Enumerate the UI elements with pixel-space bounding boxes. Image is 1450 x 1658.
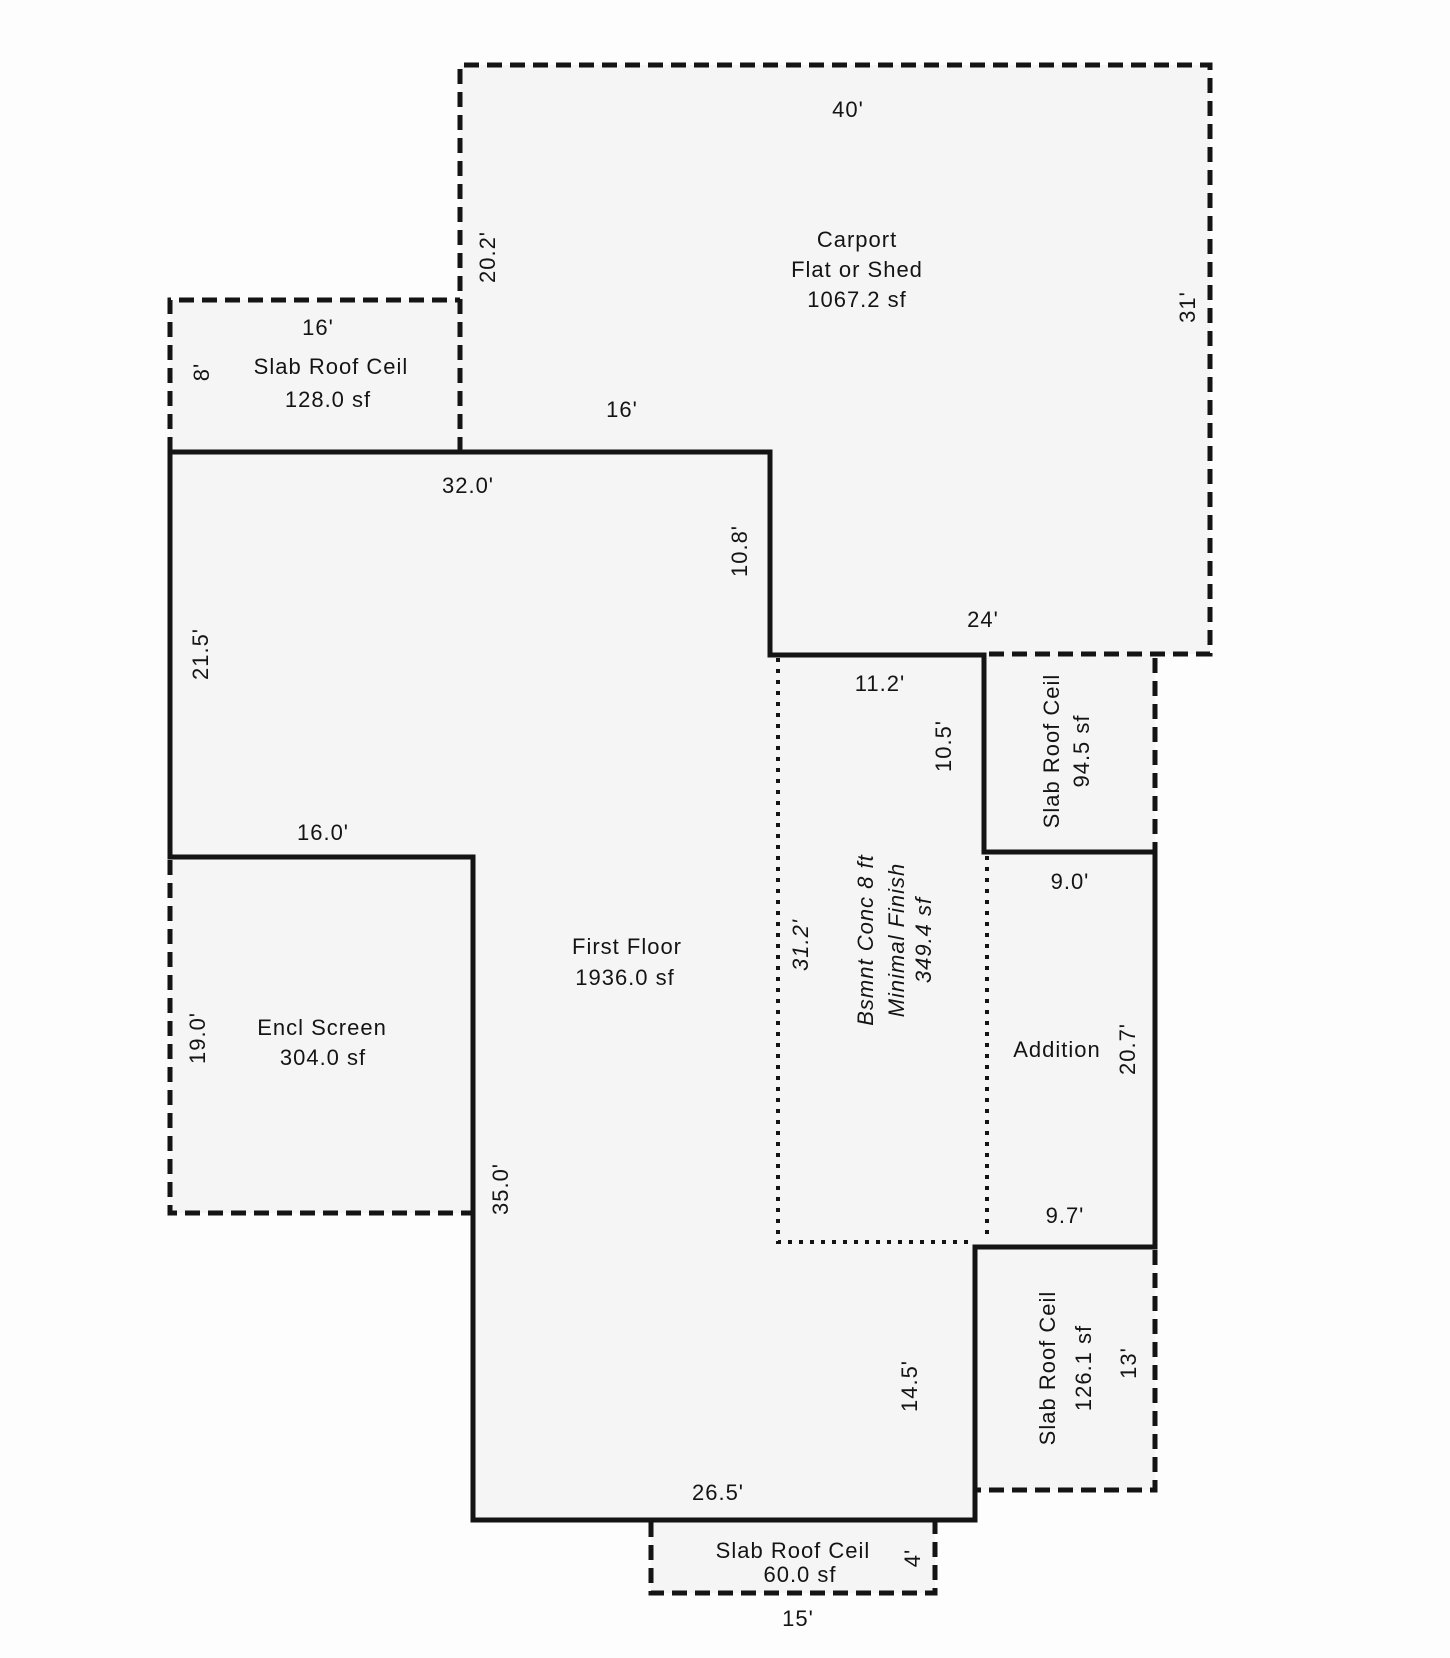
slab128-outline: [167, 297, 460, 452]
basement-name-line2: Minimal Finish: [884, 862, 909, 1018]
slab94-name: Slab Roof Ceil: [1039, 673, 1064, 829]
dim-slab126-right: 13': [1116, 1347, 1141, 1379]
slab126-outline: [977, 1250, 1158, 1493]
dim-basement-left: 31.2': [788, 918, 813, 972]
encl-screen-name: Encl Screen: [257, 1015, 387, 1040]
carport-name-line1: Carport: [816, 227, 898, 252]
dim-slab60-bottom: 15': [782, 1606, 814, 1631]
slab60-area: 60.0 sf: [763, 1562, 837, 1587]
slab60-name: Slab Roof Ceil: [715, 1538, 871, 1563]
dim-carport-bottom-ledge: 16': [606, 397, 638, 422]
carport-area: 1067.2 sf: [807, 287, 907, 312]
dim-ff-upper-right-h: 11.2': [854, 671, 906, 696]
slab128-name: Slab Roof Ceil: [253, 354, 409, 379]
basement-dotted-outline: [776, 658, 989, 1244]
basement-area: 349.4 sf: [911, 896, 936, 984]
slab94-area: 94.5 sf: [1069, 714, 1094, 788]
slab126-area: 126.1 sf: [1071, 1324, 1096, 1412]
slab128-area: 128.0 sf: [284, 387, 372, 412]
area-fills: [170, 65, 1210, 1593]
encl-screen-outline: [167, 860, 471, 1216]
dim-slab128-top: 16': [302, 315, 334, 340]
dim-addition-bottom: 9.7': [1045, 1203, 1085, 1228]
dim-carport-right: 31': [1175, 291, 1200, 323]
dim-ff-bottom: 26.5': [691, 1480, 745, 1505]
dashed-outlines: [167, 62, 1213, 1596]
dim-addition-right: 20.7': [1115, 1022, 1140, 1076]
first-floor-area: 1936.0 sf: [575, 965, 675, 990]
slab126-fill: [975, 1247, 1155, 1490]
dim-encl-left: 19.0': [185, 1011, 210, 1065]
encl-screen-fill: [170, 857, 473, 1213]
dim-slab128-left: 8': [189, 362, 214, 382]
slab60-outline: [648, 1522, 938, 1596]
dim-ff-left-upper: 21.5': [188, 627, 213, 681]
dim-carport-left: 20.2': [475, 230, 500, 284]
dim-addition-top: 9.0': [1050, 869, 1090, 894]
dim-slab60-right: 4': [900, 1548, 925, 1568]
slab94-fill: [984, 654, 1155, 852]
carport-outline: [457, 62, 1213, 657]
dim-carport-top: 40': [832, 97, 864, 122]
dim-ff-left-mid: 16.0': [296, 820, 350, 845]
carport-name-line2: Flat or Shed: [791, 257, 923, 282]
dim-carport-bottom: 24': [967, 607, 999, 632]
first-floor-outline: [167, 449, 1158, 1523]
addition-name: Addition: [1013, 1037, 1101, 1062]
dim-ff-left-lower: 35.0': [488, 1162, 513, 1216]
basement-name-line1: Bsmnt Conc 8 ft: [853, 854, 878, 1026]
dim-ff-upper-right-v: 10.5': [931, 719, 956, 773]
dim-ff-top: 32.0': [441, 473, 495, 498]
dim-ff-step-right: 10.8': [727, 524, 752, 578]
first-floor-addition-fill: [170, 452, 1155, 1520]
dim-ff-right-lower: 14.5': [897, 1359, 922, 1413]
encl-screen-area: 304.0 sf: [279, 1045, 367, 1070]
slab60-fill: [651, 1520, 935, 1593]
slab126-name: Slab Roof Ceil: [1035, 1290, 1060, 1446]
first-floor-name: First Floor: [572, 934, 682, 959]
slab128-fill: [170, 300, 460, 452]
basement-left-bottom-edge: [776, 658, 974, 1244]
